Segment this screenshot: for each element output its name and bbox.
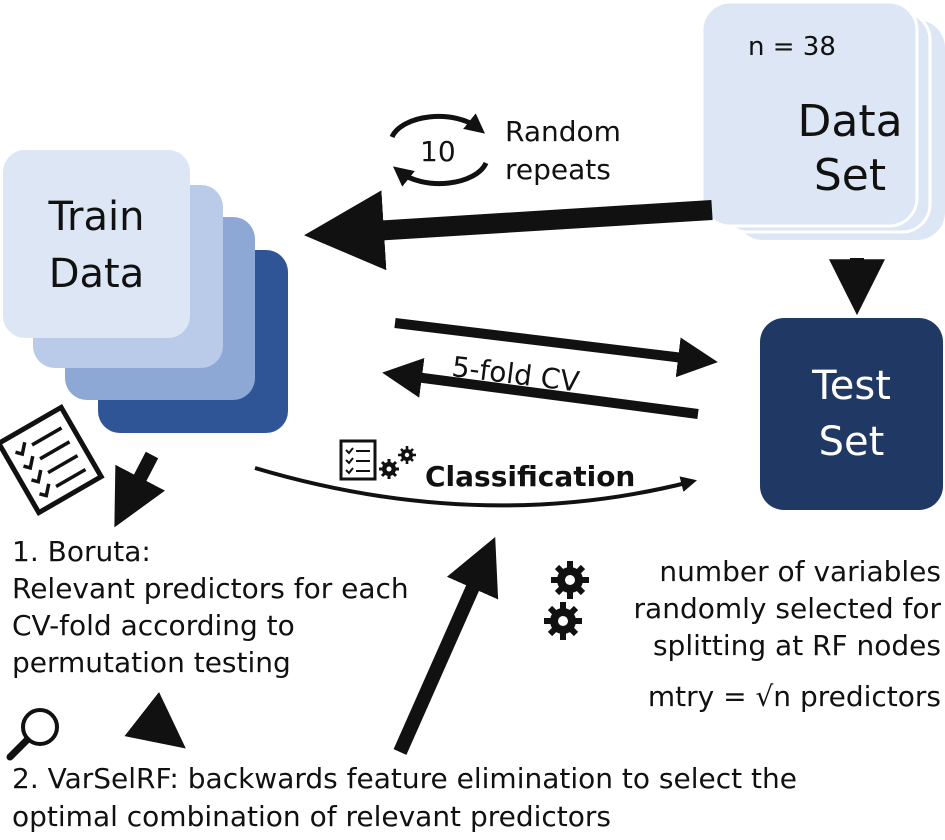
train-data-title-line1: Train — [48, 194, 145, 240]
mtry-line2: randomly selected for — [633, 592, 941, 625]
data-set-card-front — [700, 0, 919, 228]
varselrf-to-classification-arrow — [393, 536, 499, 755]
classification-arrow — [254, 466, 697, 508]
small-gears-icon — [379, 446, 416, 479]
small-checklist-icon — [339, 439, 377, 481]
repeats-label-line1: Random — [505, 115, 621, 148]
classification-label: Classification — [425, 460, 636, 493]
test-set-title-line1: Test — [812, 363, 891, 409]
data-set-title-line2: Set — [813, 150, 887, 201]
mtry-formula: mtry = √n predictors — [647, 680, 941, 713]
data-set-n: n = 38 — [748, 32, 836, 62]
varselrf-line2: optimal combination of relevant predicto… — [12, 800, 611, 833]
boruta-line2: Relevant predictors for each — [12, 572, 409, 605]
repeats-label-line2: repeats — [505, 153, 611, 186]
checklist-icon — [0, 403, 105, 517]
test-set-box — [760, 318, 943, 510]
boruta-line3: CV-fold according to — [12, 609, 295, 642]
train-card-1 — [3, 150, 190, 338]
magnifier-to-varselrf-arrow — [124, 691, 186, 749]
boruta-line1: 1. Boruta: — [12, 535, 151, 568]
varselrf-line1: 2. VarSelRF: backwards feature eliminati… — [12, 762, 797, 795]
repeat-cycle-icon — [389, 113, 489, 187]
mtry-line3: splitting at RF nodes — [652, 629, 941, 662]
train-to-boruta-arrow — [114, 451, 166, 528]
data-set-title-line1: Data — [797, 96, 903, 147]
magnifier-icon — [6, 708, 59, 761]
train-data-title-line2: Data — [48, 251, 145, 297]
train-data-stack — [3, 150, 288, 433]
boruta-line4: permutation testing — [12, 646, 291, 679]
cv-arrow-left — [382, 358, 699, 419]
data-set-stack — [700, 0, 945, 240]
cv-arrow-right — [394, 318, 718, 378]
gears-icon — [544, 561, 589, 640]
dataset-to-train-arrow — [304, 190, 713, 271]
repeat-count: 10 — [420, 135, 456, 168]
test-set-title-line2: Set — [818, 419, 885, 465]
mtry-line1: number of variables — [659, 555, 941, 588]
